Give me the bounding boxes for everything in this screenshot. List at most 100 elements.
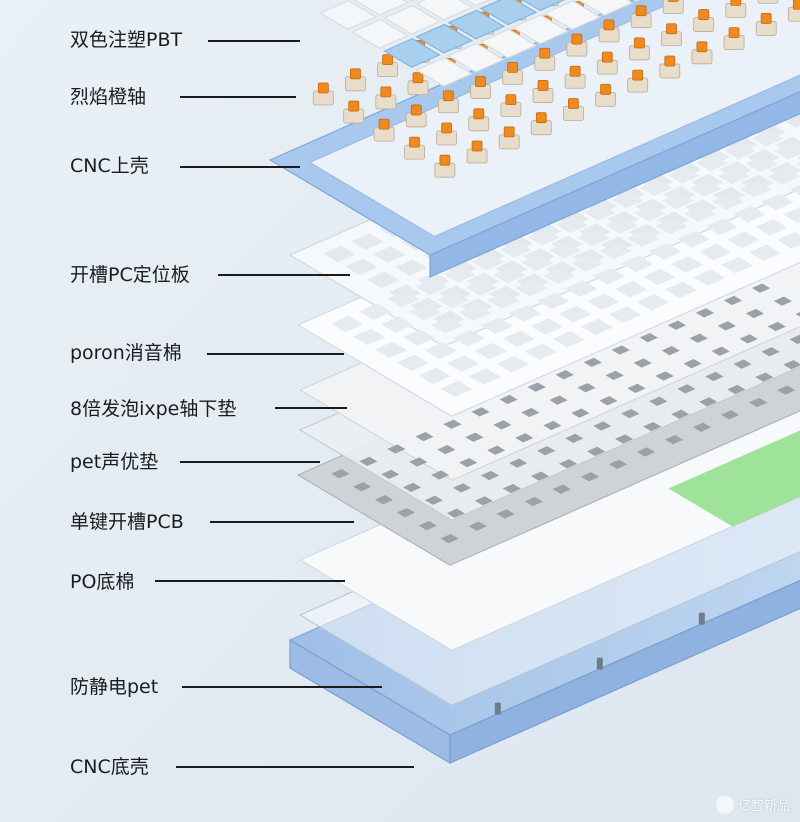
switch-stem [378, 118, 390, 130]
label-poron-foam: poron消音棉 [70, 342, 182, 364]
poron-cutout [761, 193, 794, 211]
switch-stem [539, 47, 551, 59]
label-pcb: 单键开槽PCB [70, 511, 184, 533]
switch-stem [569, 65, 581, 77]
pcb-hotswap-socket [615, 434, 634, 444]
pcb-hotswap-socket [661, 345, 680, 356]
plate-switch-hole [797, 156, 800, 160]
pcb-hotswap-socket [580, 472, 599, 482]
pcb-hotswap-socket [608, 459, 628, 470]
poron-cutout [402, 329, 436, 346]
switch-stem [439, 154, 451, 166]
pcb-hotswap-socket [723, 295, 743, 306]
keycap [415, 23, 474, 54]
switch-stem [535, 112, 547, 124]
poron-cutout [795, 162, 800, 167]
poron-cutout [649, 243, 682, 260]
pcb-hotswap-socket [502, 483, 522, 494]
poron-cutout [777, 232, 800, 249]
top-case-opening [308, 0, 800, 238]
poron-cutout [677, 230, 710, 248]
pcb-hotswap-socket [586, 446, 606, 457]
pcb-hotswap-socket [468, 521, 487, 531]
pcb-hotswap-socket [459, 457, 478, 468]
poron-cutout [767, 168, 800, 185]
pcb-hotswap-socket [664, 435, 684, 445]
poron-cutout [555, 216, 588, 234]
pcb-hotswap-socket [671, 409, 690, 419]
poron-cutout [499, 241, 532, 258]
poron-cutout [692, 269, 726, 286]
pcb-hotswap-socket [527, 382, 546, 392]
keycap [447, 9, 506, 40]
poron-cutout [705, 218, 738, 235]
pcb-hotswap-socket [761, 347, 780, 357]
pcb-hotswap-socket [418, 521, 437, 531]
plate-switch-hole [323, 245, 356, 263]
poron-cutout [530, 318, 564, 335]
switch-stem [317, 82, 329, 94]
poron-cutout [739, 180, 772, 198]
keycap [511, 14, 570, 45]
pcb-hotswap-socket [767, 321, 786, 332]
pcb-hotswap-socket [692, 422, 712, 432]
poron-cutout [773, 143, 800, 160]
pcb-hotswap-socket [509, 458, 528, 468]
keycap [415, 56, 473, 87]
watermark-text: 亿智新品 [737, 799, 790, 814]
pcb-hotswap-socket [745, 308, 764, 319]
switch-stem [410, 104, 422, 116]
pcb-hotswap-socket [521, 407, 540, 418]
leader-line-po-foam [155, 580, 345, 582]
poron-cutout [689, 180, 722, 197]
pcb-hotswap-socket [465, 432, 484, 442]
pcb-hotswap-socket [381, 469, 400, 479]
pcb-hotswap-socket [611, 345, 630, 355]
keycap [383, 4, 442, 35]
pcb-hotswap-socket [409, 457, 428, 467]
pcb-hotswap-socket [711, 346, 730, 356]
pcb-hotswap-socket [402, 482, 422, 492]
pcb-hotswap-socket [499, 394, 518, 405]
poron-cutout [387, 290, 420, 308]
keycap [353, 0, 410, 16]
pcb-hotswap-socket [524, 496, 543, 507]
leader-line-switches [180, 96, 296, 98]
leader-line-top-case [180, 166, 300, 168]
poron-cutout [396, 354, 430, 372]
keycap [383, 37, 441, 68]
poron-cutout [639, 179, 672, 197]
keycap [351, 18, 409, 49]
poron-cutout [374, 341, 408, 359]
pcb-hotswap-socket [415, 431, 434, 442]
leader-line-bottom-case [176, 766, 414, 768]
pcb-hotswap-socket [431, 470, 450, 480]
switch-stem [760, 13, 772, 24]
pcb-hotswap-socket [636, 447, 656, 457]
plate-switch-hole [366, 271, 400, 289]
poron-cutout [745, 155, 779, 172]
poron-cutout [471, 253, 504, 271]
label-bottom-case: CNC底壳 [70, 756, 149, 778]
poron-cutout [636, 294, 670, 311]
switch-stem [473, 108, 485, 120]
switch-stem [600, 83, 611, 95]
pcb-hotswap-socket [577, 383, 596, 393]
keycap [521, 0, 566, 12]
switch-stem [601, 51, 613, 63]
label-top-case: CNC上壳 [70, 155, 149, 177]
top-case-front-edge [429, 91, 800, 278]
pcb-hotswap-socket [331, 469, 350, 479]
pcb-hotswap-socket [599, 396, 618, 406]
poron-cutout [496, 355, 529, 373]
label-antistatic-pet: 防静电pet [70, 676, 159, 698]
poron-cutout [437, 291, 470, 309]
label-plate: 开槽PC定位板 [70, 264, 190, 286]
poron-cutout [446, 355, 479, 372]
watermark: 亿智新品 [715, 795, 790, 814]
poron-cutout [353, 328, 386, 346]
pcb-hotswap-socket [783, 360, 800, 370]
pcb-hotswap-socket [387, 444, 406, 454]
label-ixpe-pad: 8倍发泡ixpe轴下垫 [70, 398, 237, 420]
keycap [633, 0, 641, 2]
